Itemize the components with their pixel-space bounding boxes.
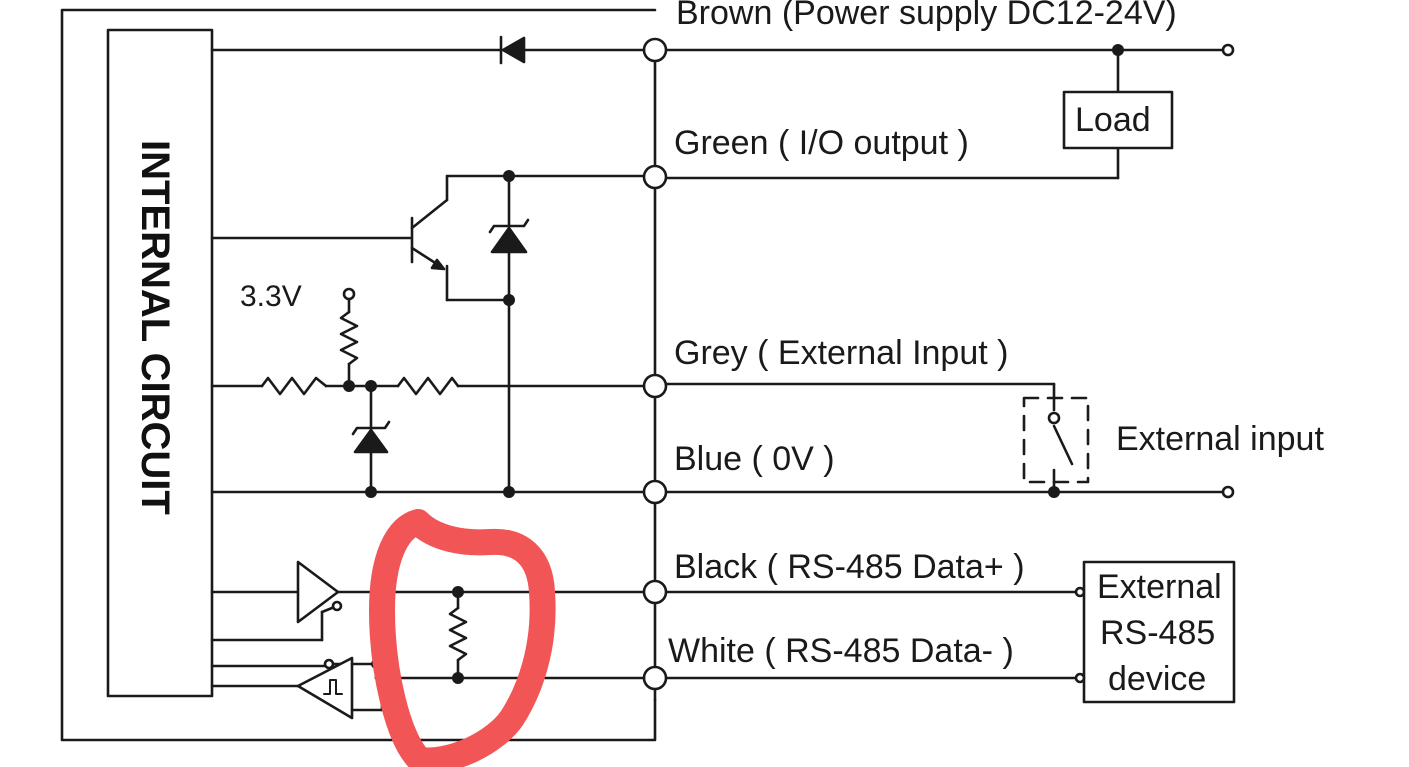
rs485-external-wiring bbox=[664, 590, 1078, 680]
terminal-label-brown: Brown (Power supply DC12-24V) bbox=[676, 0, 1177, 32]
red-highlight-annotation bbox=[369, 509, 556, 767]
terminal-label-black: Black ( RS-485 Data+ ) bbox=[674, 548, 1025, 586]
pullup-resistor bbox=[339, 297, 359, 386]
zener-diode-output bbox=[488, 174, 530, 494]
zener-diode-input bbox=[351, 384, 391, 494]
terminal-label-grey: Grey ( External Input ) bbox=[674, 334, 1008, 372]
open-terminal-0v bbox=[1221, 485, 1235, 499]
terminal-green bbox=[642, 164, 668, 190]
termination-resistor bbox=[448, 590, 468, 680]
diode-symbol bbox=[499, 35, 526, 65]
rs485-receiver bbox=[210, 590, 646, 720]
supply-3v3-terminal bbox=[342, 287, 356, 301]
terminal-label-blue: Blue ( 0V ) bbox=[674, 440, 835, 478]
load-box bbox=[1062, 90, 1174, 150]
green-wire bbox=[445, 174, 1120, 180]
grey-input-network bbox=[210, 376, 646, 396]
terminal-label-green: Green ( I/O output ) bbox=[674, 124, 969, 162]
supply-voltage-label: 3.3V bbox=[240, 280, 302, 313]
internal-circuit-label: INTERNAL CIRCUIT bbox=[133, 140, 177, 515]
transistor-symbol bbox=[210, 174, 511, 302]
rs485-driver bbox=[210, 560, 646, 642]
switch-contact bbox=[1047, 411, 1061, 425]
enclosure-outline bbox=[60, 8, 657, 742]
terminal-brown bbox=[642, 37, 668, 63]
terminal-blue bbox=[642, 479, 668, 505]
device-label-line2: RS-485 bbox=[1100, 614, 1215, 652]
terminal-black bbox=[642, 579, 668, 605]
external-rs485-device-box bbox=[1082, 560, 1236, 704]
device-terminal-minus bbox=[1074, 672, 1086, 684]
load-label: Load bbox=[1075, 101, 1151, 139]
external-input-label: External input bbox=[1116, 420, 1324, 458]
device-label-line3: device bbox=[1108, 660, 1206, 698]
device-label-line1: External bbox=[1097, 568, 1222, 606]
terminal-white bbox=[642, 665, 668, 691]
terminal-label-white: White ( RS-485 Data- ) bbox=[668, 632, 1014, 670]
open-terminal-supply bbox=[1221, 43, 1235, 57]
external-input-switch-box bbox=[1022, 396, 1090, 484]
junction-dots bbox=[343, 44, 1124, 684]
terminal-grey bbox=[642, 373, 668, 399]
device-terminal-plus bbox=[1074, 586, 1086, 598]
internal-circuit-box bbox=[106, 28, 214, 698]
